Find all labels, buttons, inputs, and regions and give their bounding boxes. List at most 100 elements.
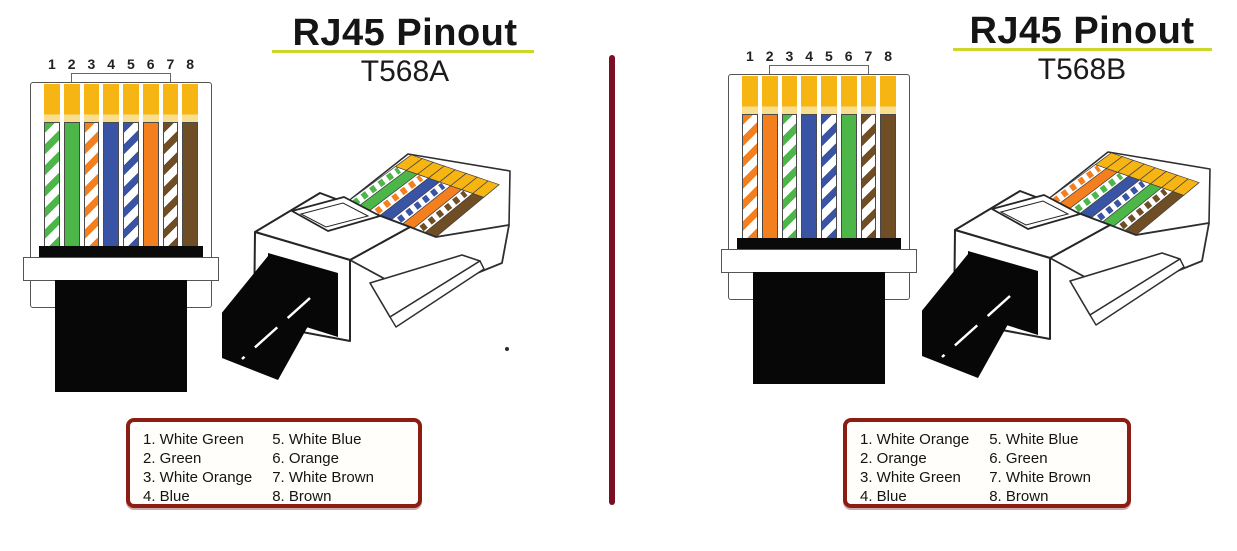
3d-wire-stripes: [374, 174, 424, 215]
pin-number: 7: [166, 56, 175, 72]
latch-flap-lower: [1089, 258, 1185, 326]
3d-gold-tip: [1172, 178, 1200, 196]
page-title: RJ45 Pinout: [969, 10, 1195, 52]
pin-number: 2: [67, 56, 76, 72]
gold-pin: [761, 76, 778, 114]
clip-bracket: [769, 65, 869, 74]
wire-orange: [142, 122, 159, 248]
clip-bracket: [71, 73, 171, 82]
page-title: RJ45 Pinout: [292, 12, 518, 54]
wires-row: [742, 114, 896, 240]
legend-entry: 8. Brown: [989, 488, 1049, 505]
standard-label: T568B: [1037, 53, 1127, 86]
legend-entry: 2. Orange: [860, 450, 927, 467]
gold-pin: [83, 84, 100, 122]
gold-pin: [840, 76, 857, 114]
gold-pin: [162, 84, 179, 122]
wire-blue: [103, 122, 119, 248]
pin-number: 5: [126, 56, 135, 72]
legend-entry: 6. Orange: [272, 450, 339, 467]
legend-entry: 8. Brown: [272, 488, 332, 505]
panel-divider: [609, 55, 615, 505]
3d-gold-tip: [472, 180, 500, 198]
latch-hole-rim: [299, 202, 370, 228]
gold-pin: [182, 84, 198, 122]
pin-number: 8: [884, 48, 893, 64]
wire-white-blue: [123, 122, 139, 248]
legend-entry: 3. White Orange: [143, 469, 253, 486]
3d-wire-stripes: [1074, 172, 1124, 213]
wire-ribbon: [1045, 152, 1200, 236]
legend-entry: 1. White Green: [143, 431, 244, 448]
gold-pins-row: [44, 84, 198, 122]
pin-number: 7: [864, 48, 873, 64]
latch-hole: [291, 196, 381, 232]
3d-wire-stripes: [419, 190, 468, 232]
legend-entry: 4. Blue: [143, 488, 190, 505]
pin-number: 8: [186, 56, 195, 72]
legend-entry: 6. Green: [989, 450, 1048, 467]
legend-entry: 5. White Blue: [989, 431, 1079, 448]
gold-pin: [880, 76, 896, 114]
rj45-3d-view: [222, 153, 511, 380]
wire-blue: [801, 114, 817, 240]
pin-number: 6: [844, 48, 853, 64]
pin-number: 2: [765, 48, 774, 64]
legend-entry: 3. White Green: [860, 469, 961, 486]
standard-label: T568A: [360, 55, 450, 88]
3d-wire-stripes: [397, 182, 446, 223]
pin-number: 1: [745, 48, 754, 64]
pin-number: 3: [785, 48, 794, 64]
pin-number: 1: [47, 56, 56, 72]
3d-wire-stripes: [1052, 165, 1102, 204]
gold-pin: [801, 76, 817, 114]
title-underline: [953, 48, 1212, 51]
gold-pin: [142, 84, 159, 122]
latch-hole-rim: [999, 200, 1070, 226]
wire-brown: [880, 114, 896, 240]
wire-ribbon: [345, 154, 500, 238]
wire-green: [63, 122, 80, 248]
3d-wire-stripes: [1119, 188, 1168, 230]
cable: [55, 280, 187, 392]
3d-wire-stripes: [352, 167, 402, 206]
gold-pin: [44, 84, 60, 122]
wire-white-brown: [860, 114, 877, 240]
pin-number: 6: [146, 56, 155, 72]
cable-3d: [222, 256, 336, 380]
legend-entry: 7. White Brown: [272, 469, 374, 486]
title-underline: [272, 50, 534, 53]
cable: [753, 272, 885, 384]
cable-3d: [922, 254, 1036, 378]
3d-wire-stripes: [1097, 180, 1146, 221]
rj45-3d-view: [922, 151, 1211, 378]
gold-pins-row: [742, 76, 896, 114]
wires-row: [44, 122, 198, 248]
pin-number: 4: [107, 56, 116, 72]
speck: [505, 347, 509, 351]
gold-pin: [63, 84, 80, 122]
latch-flap-lower: [389, 260, 485, 328]
gold-pin: [742, 76, 758, 114]
gold-pin: [103, 84, 119, 122]
gold-pin: [860, 76, 877, 114]
wire-orange: [761, 114, 778, 240]
strain-collar: [721, 249, 917, 273]
strain-collar: [23, 257, 219, 281]
legend-entry: 1. White Orange: [860, 431, 970, 448]
gold-pin: [821, 76, 837, 114]
pin-number: 5: [824, 48, 833, 64]
wire-white-green: [44, 122, 60, 248]
cable-highlight: [241, 297, 311, 360]
latch-hole: [991, 194, 1081, 230]
wire-green: [840, 114, 857, 240]
